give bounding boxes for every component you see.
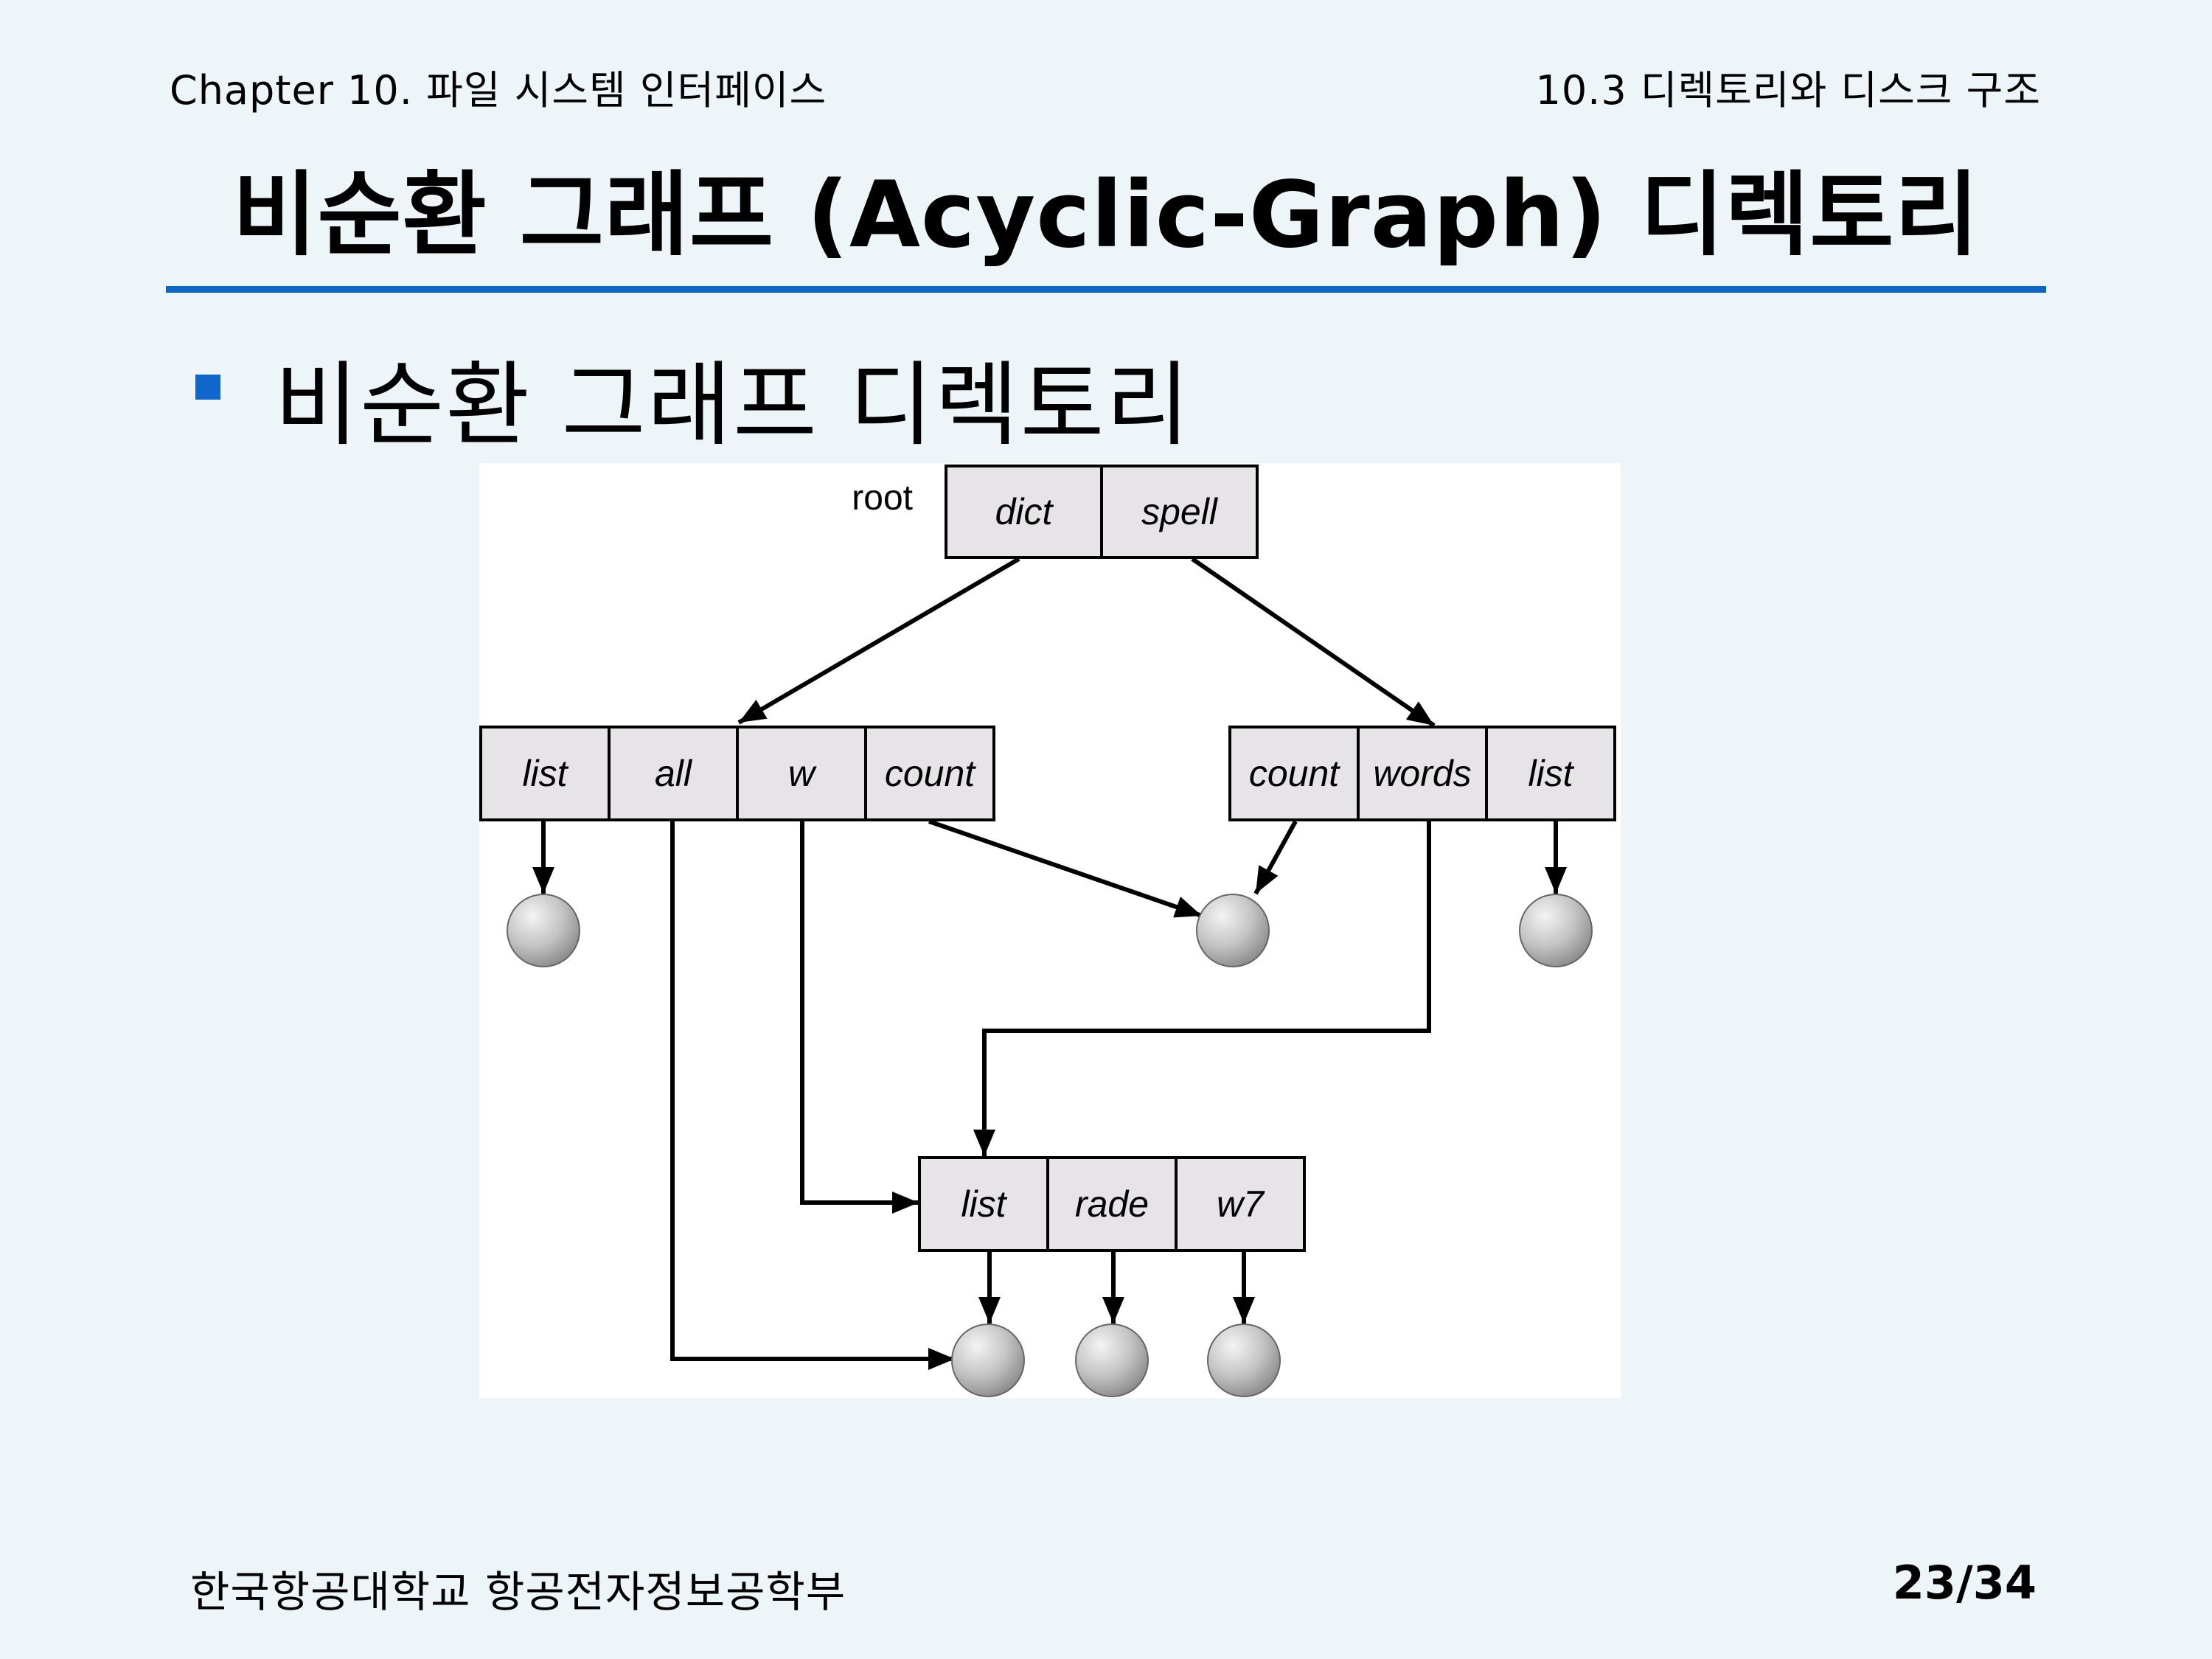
dir-entry-all: all	[608, 726, 739, 821]
dir-entry-cell	[1175, 1156, 1306, 1252]
dir-entry-count: count	[864, 726, 995, 821]
root-label: root	[852, 479, 913, 518]
dir-entry-cell	[736, 726, 867, 821]
dict-directory: list all w count	[479, 726, 995, 821]
dir-entry-label: rade	[1075, 1183, 1149, 1225]
dir-entry-cell	[864, 726, 995, 821]
edge-all-to-file	[670, 821, 955, 1370]
dir-entry-spell: spell	[1100, 465, 1259, 559]
dir-entry-list: list	[479, 726, 611, 821]
dir-entry-cell	[918, 1156, 1049, 1252]
file-node-shared	[1196, 894, 1270, 967]
dir-entry-label: list	[522, 753, 568, 794]
diagram-canvas: root dict spell list all w count count words l…	[479, 465, 1616, 1397]
shared-directory: list rade w7	[918, 1156, 1306, 1252]
edge-spell-count-to-shared-file	[1253, 820, 1298, 895]
file-node	[951, 1324, 1025, 1397]
dir-entry-label: count	[1249, 753, 1340, 794]
page-number: 23/34	[1892, 1556, 2037, 1610]
file-node	[1207, 1324, 1281, 1397]
dir-entry-dict: dict	[945, 465, 1103, 559]
dir-entry-w: w	[736, 726, 867, 821]
file-node	[1075, 1324, 1149, 1397]
title-divider	[166, 286, 2046, 293]
dir-entry-count: count	[1228, 726, 1360, 821]
dir-entry-label: words	[1373, 753, 1471, 794]
dir-entry-label: all	[655, 753, 693, 794]
file-node	[1519, 894, 1593, 967]
file-node	[507, 894, 580, 967]
dir-entry-label: list	[961, 1183, 1007, 1225]
dir-entry-rade: rade	[1046, 1156, 1178, 1252]
root-directory: dict spell	[945, 465, 1259, 559]
dir-entry-cell	[945, 465, 1103, 559]
chapter-header: Chapter 10. 파일 시스템 인터페이스	[170, 67, 827, 114]
dir-entry-label: w7	[1217, 1183, 1265, 1225]
dir-entry-w7: w7	[1175, 1156, 1306, 1252]
spell-directory: count words list	[1228, 726, 1616, 821]
bullet-text: 비순환 그래프 디렉토리	[274, 352, 1192, 459]
edge-words-to-shared-dir	[973, 821, 1431, 1156]
acyclic-graph-diagram: root dict spell list all w count count words l…	[479, 463, 1621, 1398]
edge-dict-to-dict-dir	[737, 557, 1020, 725]
dir-entry-cell	[1485, 726, 1616, 821]
dir-entry-label: spell	[1141, 491, 1219, 532]
dir-entry-list: list	[1485, 726, 1616, 821]
edge-w-to-shared-dir	[800, 821, 919, 1214]
dir-entry-cell	[1357, 726, 1488, 821]
dir-entry-cell	[1228, 726, 1360, 821]
dir-entry-list: list	[918, 1156, 1049, 1252]
section-header: 10.3 디렉토리와 디스크 구조	[1535, 67, 2041, 114]
dir-entry-label: list	[1528, 753, 1574, 794]
dir-entry-label: count	[885, 753, 976, 794]
slide-title: 비순환 그래프 (Acyclic-Graph) 디렉토리	[232, 162, 1980, 268]
dir-entry-cell	[1100, 465, 1259, 559]
edge-count-to-shared-file	[928, 819, 1203, 918]
dir-entry-cell	[479, 726, 611, 821]
bullet-marker-icon	[195, 375, 220, 400]
edge-spell-to-spell-dir	[1191, 557, 1436, 728]
dir-entry-label: w	[788, 753, 817, 794]
footer-organization: 한국항공대학교 항공전자정보공학부	[190, 1567, 846, 1617]
dir-entry-label: dict	[995, 491, 1054, 532]
dir-entry-words: words	[1357, 726, 1488, 821]
